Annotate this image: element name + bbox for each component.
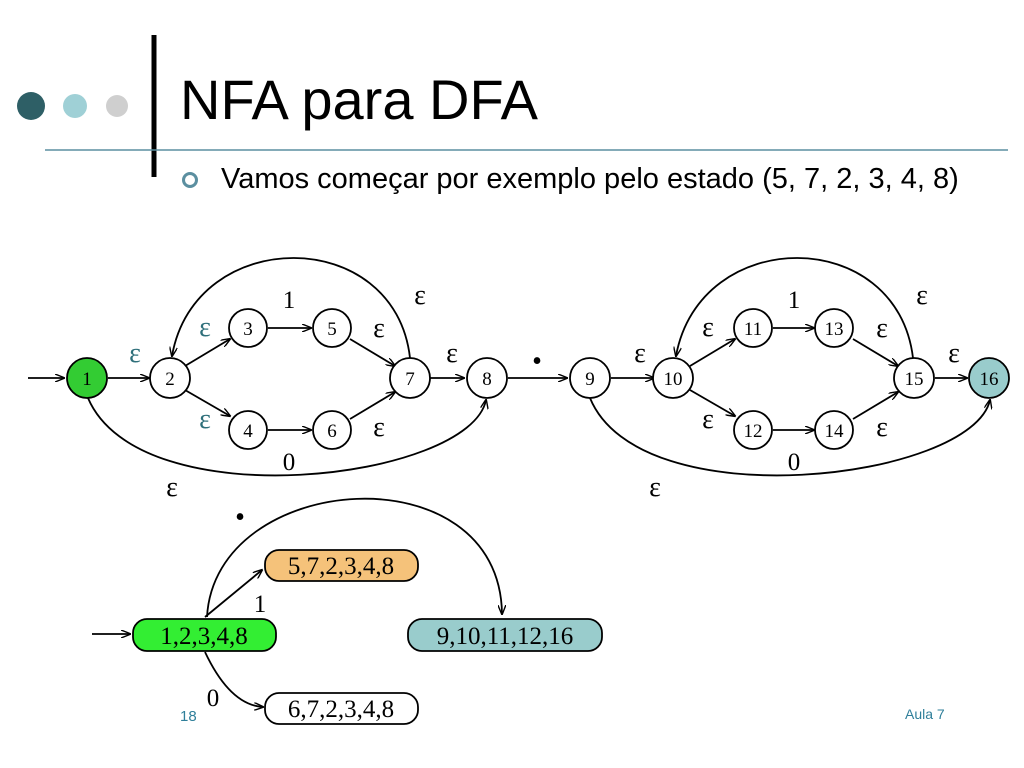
dfa-state-labels: 1,2,3,4,8 5,7,2,3,4,8 6,7,2,3,4,8 9,10,1… xyxy=(160,553,573,723)
nfa-state-13-label: 13 xyxy=(825,319,844,340)
nfa-edge-10-12 xyxy=(689,389,735,416)
nfa-states xyxy=(66,308,1010,450)
nfa-state-4-label: 4 xyxy=(243,421,253,442)
nfa-state-6-label: 6 xyxy=(327,421,337,442)
decor-dot-light xyxy=(63,94,87,118)
nfa-state-7-label: 7 xyxy=(405,369,415,390)
nfa-eps-teal: ε ε ε xyxy=(129,312,211,435)
dfa-edge-to-5728 xyxy=(204,570,262,618)
nfa-state-5-label: 5 xyxy=(327,319,337,340)
nfa-eps-1-8: ε xyxy=(166,472,178,503)
slide-title: NFA para DFA xyxy=(180,68,538,131)
dfa-label-zero: 0 xyxy=(207,685,220,712)
nfa-eps-10-12: ε xyxy=(702,404,714,435)
nfa-state-9-label: 9 xyxy=(585,369,595,390)
nfa-state-3-label: 3 xyxy=(243,319,253,340)
nfa-edges xyxy=(28,257,990,477)
nfa-eps-2-4: ε xyxy=(199,404,211,435)
dfa-states xyxy=(132,549,603,725)
nfa-state-4 xyxy=(228,410,268,450)
nfa-state-11-label: 11 xyxy=(744,319,762,340)
nfa-state-6 xyxy=(312,410,352,450)
nfa-edge-1-8-bypass xyxy=(87,397,486,477)
nfa-edge-13-15 xyxy=(852,338,898,366)
nfa-eps-14-15: ε xyxy=(876,412,888,443)
nfa-state-16 xyxy=(968,357,1010,399)
nfa-eps-15-10: ε xyxy=(916,280,928,311)
nfa-state-10-label: 10 xyxy=(664,369,683,390)
dfa-state-9-16 xyxy=(407,618,603,652)
nfa-eps-7-2: ε xyxy=(414,280,426,311)
nfa-label-3-5: 1 xyxy=(283,287,296,314)
nfa-state-16-label: 16 xyxy=(980,369,999,390)
dfa-edges xyxy=(92,497,502,707)
nfa-state-8-label: 8 xyxy=(482,369,492,390)
nfa-state-12 xyxy=(733,410,773,450)
nfa-state-9 xyxy=(569,357,611,399)
nfa-state-11 xyxy=(733,308,773,348)
nfa-state-15-label: 15 xyxy=(905,369,924,390)
dfa-state-6728 xyxy=(264,692,419,725)
nfa-edge-7-2-loop xyxy=(172,257,411,359)
nfa-state-1 xyxy=(66,357,108,399)
dfa-label-one: 1 xyxy=(254,591,267,618)
nfa-eps-5-7: ε xyxy=(373,313,385,344)
nfa-state-14-label: 14 xyxy=(825,421,845,442)
nfa-edge-6-7 xyxy=(349,392,395,420)
nfa-transition-labels: 1 0 1 0 xyxy=(283,287,801,476)
nfa-eps-1-2: ε xyxy=(129,338,141,369)
dfa-state-12348-label: 1,2,3,4,8 xyxy=(160,623,248,650)
bullet-text: Vamos começar por exemplo pelo estado (5… xyxy=(221,163,959,195)
dfa-transition-labels: 1 0 • xyxy=(207,502,267,712)
nfa-label-12-14: 0 xyxy=(788,449,801,476)
dfa-concat-dot: • xyxy=(235,502,245,533)
nfa-state-10 xyxy=(652,357,694,399)
dfa-state-9-16-label: 9,10,11,12,16 xyxy=(437,623,574,650)
nfa-eps-10-11: ε xyxy=(702,312,714,343)
nfa-edge-2-4 xyxy=(184,389,230,416)
nfa-state-7 xyxy=(389,357,431,399)
nfa-eps-2-3: ε xyxy=(199,312,211,343)
nfa-state-14 xyxy=(814,410,854,450)
nfa-eps-13-15: ε xyxy=(876,313,888,344)
nfa-label-11-13: 1 xyxy=(788,287,801,314)
nfa-state-3 xyxy=(228,308,268,348)
nfa-eps-7-8: ε xyxy=(446,338,458,369)
nfa-edge-14-15 xyxy=(852,392,898,420)
nfa-label-4-6: 0 xyxy=(283,449,296,476)
nfa-state-labels: 1 2 3 4 5 6 7 8 9 10 11 12 13 14 15 16 xyxy=(82,319,998,442)
dfa-edge-to-9-16 xyxy=(206,497,502,618)
nfa-edge-5-7 xyxy=(349,338,395,366)
slide-footer: Aula 7 xyxy=(905,706,945,722)
nfa-state-8 xyxy=(466,357,508,399)
nfa-edge-2-3 xyxy=(184,339,230,367)
nfa-state-5 xyxy=(312,308,352,348)
nfa-eps-black: ε ε ε ε ε ε ε ε ε ε ε ε ε xyxy=(166,280,960,503)
nfa-edge-10-11 xyxy=(689,339,735,367)
nfa-concat-dot: • xyxy=(532,346,542,377)
decor-dot-dark xyxy=(17,92,45,120)
nfa-state-15 xyxy=(893,357,935,399)
nfa-state-1-label: 1 xyxy=(82,369,92,390)
dfa-state-12348 xyxy=(132,618,277,652)
nfa-state-2-label: 2 xyxy=(165,369,175,390)
nfa-eps-6-7: ε xyxy=(373,412,385,443)
decor-dot-gray xyxy=(106,95,128,117)
dfa-edge-to-6728 xyxy=(204,651,263,707)
nfa-state-2 xyxy=(149,357,191,399)
bullet-icon xyxy=(182,172,198,188)
dfa-state-5728-label: 5,7,2,3,4,8 xyxy=(288,553,394,580)
nfa-eps-9-16: ε xyxy=(649,472,661,503)
slide-number: 18 xyxy=(180,708,197,725)
dfa-state-5728 xyxy=(264,549,419,582)
nfa-eps-9-10: ε xyxy=(634,338,646,369)
nfa-edge-9-16-bypass xyxy=(589,397,990,477)
dfa-state-6728-label: 6,7,2,3,4,8 xyxy=(288,696,394,723)
nfa-eps-15-16: ε xyxy=(948,338,960,369)
nfa-edge-15-10-loop xyxy=(676,257,914,359)
nfa-state-13 xyxy=(814,308,854,348)
nfa-state-12-label: 12 xyxy=(744,421,763,442)
